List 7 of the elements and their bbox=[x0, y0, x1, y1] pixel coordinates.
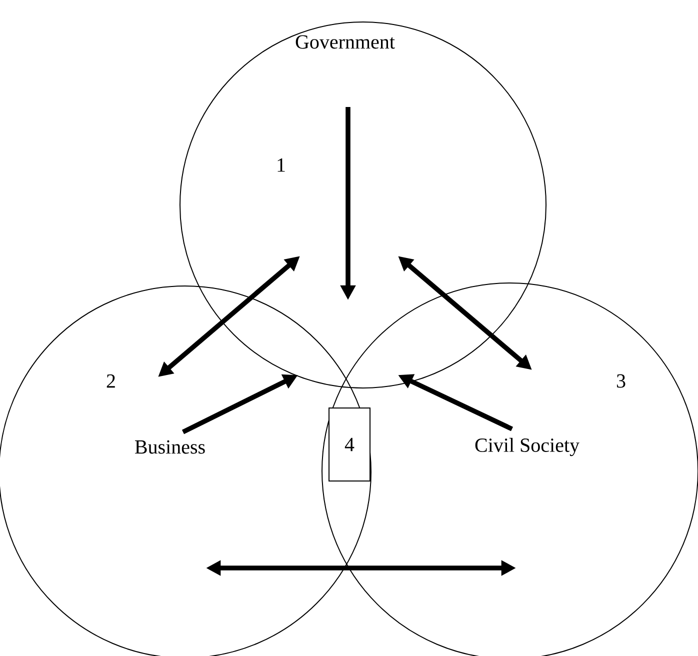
circle-label: Government bbox=[296, 35, 395, 49]
callout-number: 3 bbox=[616, 374, 626, 388]
callout-number: 1 bbox=[278, 158, 285, 172]
circle-label: Civil Society bbox=[475, 438, 580, 456]
numbered-box: 4 bbox=[328, 408, 370, 482]
callout-number: 2 bbox=[106, 374, 115, 388]
circle-label: Business bbox=[135, 440, 205, 454]
